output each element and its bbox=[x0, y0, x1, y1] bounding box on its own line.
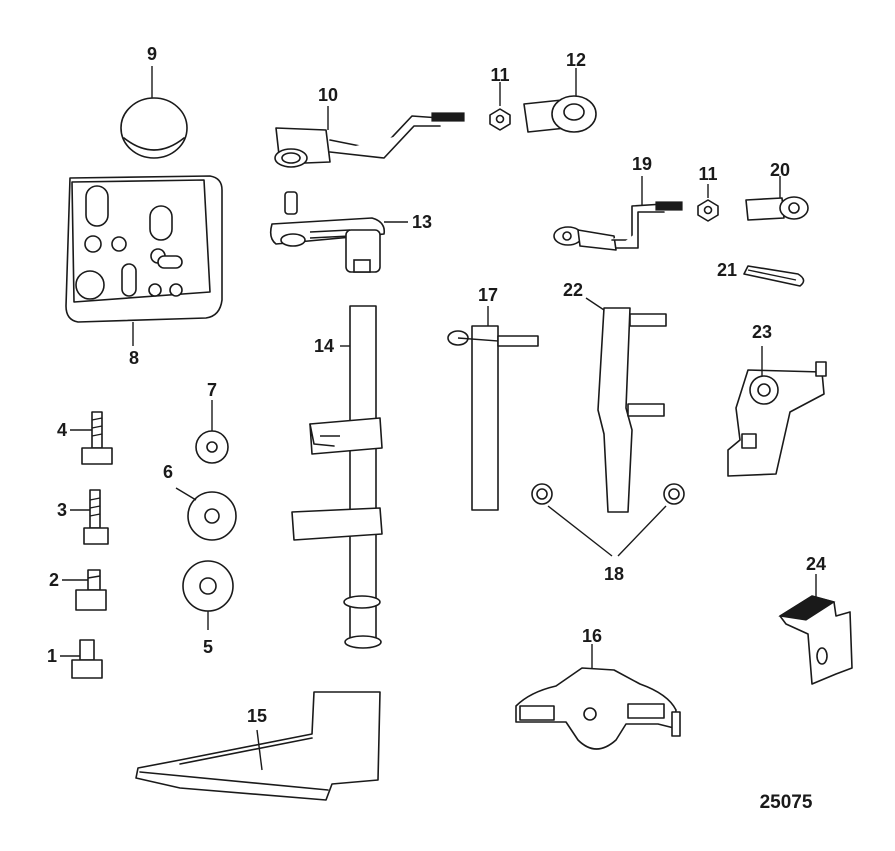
part-12-swivel: 12 bbox=[523, 50, 597, 133]
part-10-link-rod: 10 bbox=[274, 85, 465, 168]
part-2-screw: 2 bbox=[49, 569, 107, 611]
part-11-nut-lower: 11 bbox=[697, 164, 719, 222]
callout-19: 19 bbox=[632, 154, 652, 174]
part-3-screw: 3 bbox=[57, 489, 109, 545]
callout-7: 7 bbox=[207, 380, 217, 400]
part-17-lever: 17 bbox=[447, 285, 539, 511]
callout-1: 1 bbox=[47, 646, 57, 666]
callout-23: 23 bbox=[752, 322, 772, 342]
callout-9: 9 bbox=[147, 44, 157, 64]
part-5-washer: 5 bbox=[182, 560, 234, 657]
part-20-rod-end: 20 bbox=[745, 160, 809, 221]
callout-24: 24 bbox=[806, 554, 826, 574]
part-24-bracket: 24 bbox=[778, 554, 853, 685]
part-14-shaft: 14 bbox=[291, 305, 383, 649]
part-1-screw: 1 bbox=[47, 639, 103, 679]
part-6-washer: 6 bbox=[163, 462, 237, 541]
part-11-nut-upper: 11 bbox=[489, 65, 511, 131]
part-18-bushings: 18 bbox=[531, 483, 685, 584]
callout-17: 17 bbox=[478, 285, 498, 305]
part-15-base-bracket: 15 bbox=[135, 691, 381, 801]
callout-8: 8 bbox=[129, 348, 139, 368]
callout-15: 15 bbox=[247, 706, 267, 726]
part-8-plate: 8 bbox=[65, 175, 223, 368]
part-7-washer: 7 bbox=[195, 380, 229, 464]
callout-14: 14 bbox=[314, 336, 334, 356]
callout-13: 13 bbox=[412, 212, 432, 232]
callout-2: 2 bbox=[49, 570, 59, 590]
part-4-screw: 4 bbox=[57, 411, 113, 465]
callout-11-upper: 11 bbox=[490, 65, 509, 85]
callout-12: 12 bbox=[566, 50, 586, 70]
callout-21: 21 bbox=[717, 260, 737, 280]
callout-18: 18 bbox=[604, 564, 624, 584]
callout-6: 6 bbox=[163, 462, 173, 482]
callout-22: 22 bbox=[563, 280, 583, 300]
callout-10: 10 bbox=[318, 85, 338, 105]
part-16-clip: 16 bbox=[515, 626, 681, 750]
part-21-cotter-pin: 21 bbox=[717, 260, 805, 287]
callout-20: 20 bbox=[770, 160, 790, 180]
callout-5: 5 bbox=[203, 637, 213, 657]
part-19-rod: 19 bbox=[553, 154, 683, 251]
callout-11-lower: 11 bbox=[698, 164, 717, 184]
part-22-lever: 22 bbox=[563, 280, 667, 513]
part-13-lever-arm: 13 bbox=[269, 191, 432, 273]
callout-4: 4 bbox=[57, 420, 67, 440]
part-9-cap: 9 bbox=[120, 44, 188, 159]
figure-number: 25075 bbox=[760, 792, 813, 813]
part-23-bracket: 23 bbox=[727, 322, 827, 477]
callout-3: 3 bbox=[57, 500, 67, 520]
callout-16: 16 bbox=[582, 626, 602, 646]
